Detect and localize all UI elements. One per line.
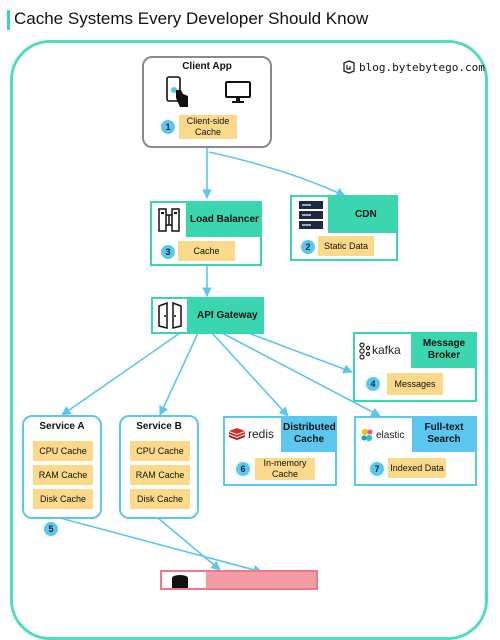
full-text-search-header: elastic Full-text Search <box>356 418 475 452</box>
bytebytego-logo-icon <box>343 60 355 74</box>
load-balancer-header: Load Balancer <box>152 203 260 237</box>
service-a-box: Service A CPU Cache RAM Cache Disk Cache <box>22 415 102 519</box>
api-gateway-header: API Gateway <box>153 299 262 332</box>
page-title: Cache Systems Every Developer Should Kno… <box>14 9 369 28</box>
distributed-cache-header: redis Distributed Cache <box>225 418 336 452</box>
database-header <box>206 572 316 588</box>
service-a-ram-cache: RAM Cache <box>33 465 93 485</box>
step-badge-7: 7 <box>370 462 384 476</box>
api-gateway-title: API Gateway <box>197 310 258 321</box>
title-accent-bar <box>7 10 10 30</box>
gateway-door-icon <box>158 302 182 329</box>
brand: blog.bytebytego.com <box>343 60 485 74</box>
api-gateway-box: API Gateway <box>151 297 264 334</box>
elastic-logo-text: elastic <box>376 430 405 441</box>
arrow-gateway-to-elastic <box>221 332 381 417</box>
message-broker-title: Message Broker <box>422 338 466 361</box>
kafka-logo-text: kafka <box>372 343 401 357</box>
redis-logo-icon <box>229 428 245 440</box>
service-b-box: Service B CPU Cache RAM Cache Disk Cache <box>119 415 199 519</box>
step-badge-6: 6 <box>236 462 250 476</box>
service-b-disk-cache: Disk Cache <box>130 489 190 509</box>
service-a-disk-cache: Disk Cache <box>33 489 93 509</box>
arrow-client-to-cdn <box>208 151 346 197</box>
full-text-search-title: Full-text Search <box>424 422 464 445</box>
lb-cache-label: Cache <box>178 241 235 261</box>
load-balancer-box: Load Balancer 3 Cache <box>150 201 262 266</box>
arrow-service-b-to-db <box>157 517 221 571</box>
load-balancer-title: Load Balancer <box>190 214 259 225</box>
server-rack-icon <box>299 201 323 229</box>
arrow-gateway-to-kafka <box>234 327 353 374</box>
service-a-cpu-cache: CPU Cache <box>33 441 93 461</box>
service-a-title: Service A <box>39 421 85 432</box>
desktop-monitor-icon <box>225 81 251 103</box>
connector-lines <box>59 148 381 575</box>
arrow-service-a-to-db <box>59 517 263 575</box>
cdn-box: CDN 2 Static Data <box>290 195 398 261</box>
message-broker-box: kafka Message Broker 4 Messages <box>353 332 477 402</box>
database-icon <box>172 575 188 588</box>
cdn-static-data-label: Static Data <box>318 236 374 256</box>
service-b-cpu-cache: CPU Cache <box>130 441 190 461</box>
client-app-box: Client App 1 Client-side Cache <box>142 56 272 148</box>
cdn-header: CDN <box>292 197 396 233</box>
step-badge-4: 4 <box>366 377 380 391</box>
database-box <box>160 570 318 590</box>
arrow-gateway-to-service-b <box>159 332 199 416</box>
client-side-cache-label: Client-side Cache <box>179 115 237 139</box>
elastic-logo-icon <box>361 428 373 442</box>
arrow-gateway-to-service-a <box>61 332 181 416</box>
client-app-title: Client App <box>182 61 232 72</box>
indexed-data-label: Indexed Data <box>388 458 446 478</box>
distributed-cache-box: redis Distributed Cache 6 In-memory Cach… <box>223 416 337 486</box>
redis-logo-text: redis <box>248 427 275 441</box>
smartphone-icon <box>166 76 188 107</box>
step-badge-1: 1 <box>161 120 175 134</box>
arrow-gateway-to-redis <box>211 332 289 417</box>
message-broker-header: kafka Message Broker <box>355 334 475 368</box>
in-memory-cache-label: In-memory Cache <box>255 458 315 480</box>
service-b-ram-cache: RAM Cache <box>130 465 190 485</box>
step-badge-3: 3 <box>161 245 175 259</box>
full-text-search-box: elastic Full-text Search 7 Indexed Data <box>354 416 477 486</box>
step-badge-5: 5 <box>44 522 58 536</box>
load-balancer-icon <box>158 208 180 232</box>
brand-text: blog.bytebytego.com <box>359 60 485 74</box>
service-b-title: Service B <box>136 421 182 432</box>
cdn-title: CDN <box>355 209 377 220</box>
kafka-messages-label: Messages <box>387 373 443 395</box>
kafka-logo-icon <box>359 342 370 360</box>
step-badge-2: 2 <box>301 240 315 254</box>
distributed-cache-title: Distributed Cache <box>283 422 336 445</box>
